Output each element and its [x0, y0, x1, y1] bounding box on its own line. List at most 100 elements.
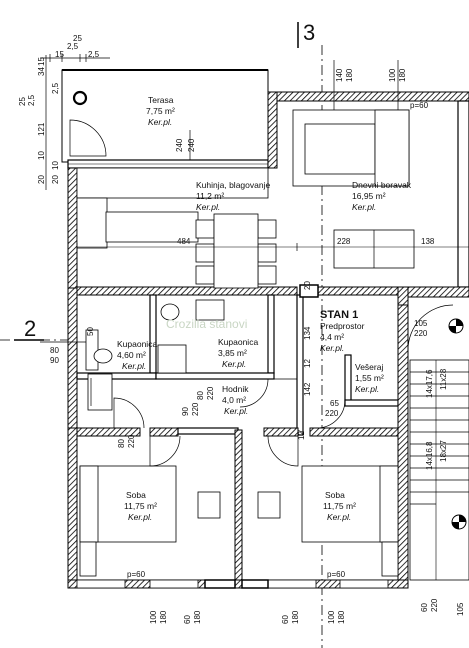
dim-label: 138	[421, 237, 435, 246]
room-name-closet: Vešeraj	[355, 362, 383, 372]
room-floor-bath-mid: Ker.pl.	[222, 359, 246, 369]
room-area-bed-left: 11,75 m²	[124, 501, 157, 511]
room-name-entry: Predprostor	[320, 321, 365, 331]
dim-label: 90	[50, 356, 59, 365]
room-area-bath-mid: 3,85 m²	[218, 348, 247, 358]
dim-label: 100	[327, 610, 336, 624]
dim-label: 220	[127, 434, 136, 448]
dim-label: 60	[183, 615, 192, 624]
dim-label: p=60	[127, 570, 146, 579]
dim-label: 80	[117, 439, 126, 448]
room-floor-living: Ker.pl.	[352, 202, 376, 212]
dim-label: 180	[291, 610, 300, 624]
dim-label: 140	[335, 68, 344, 82]
dim-label: 80	[196, 391, 205, 400]
dim-label: 180	[398, 68, 407, 82]
room-floor-entry: Ker.pl.	[320, 343, 344, 353]
dim-label: 240	[187, 138, 196, 152]
dim-label: 134	[303, 326, 312, 340]
stair-dim-label: 11x28	[439, 368, 448, 390]
dim-label: 90	[181, 407, 190, 416]
dim-label: 2,5	[67, 42, 79, 51]
dim-label: 50	[86, 327, 95, 336]
drain-icon	[72, 90, 88, 106]
room-area-terrace: 7,75 m²	[146, 106, 175, 116]
dim-label: p=60	[410, 101, 429, 110]
room-floor-bed-left: Ker.pl.	[128, 512, 152, 522]
dim-label: 121	[37, 122, 46, 136]
bathroom-left: Kupaonica 4,60 m² Ker.pl. 80 90 50	[40, 327, 157, 429]
top-left-dimensions: 25 2,5 15 2,5 25 2,5 34 2,5 15 121 10 20…	[18, 34, 110, 190]
dim-label: 80	[50, 346, 59, 355]
dim-label: 60	[420, 603, 429, 612]
staircase: 14x17,6 11x28 14x16,8 18x27	[409, 359, 469, 581]
dim-label: 105	[456, 602, 465, 616]
room-name-terrace: Terasa	[148, 95, 174, 105]
room-name-bath-left: Kupaonica	[117, 339, 157, 349]
axis-label-2: 2	[24, 316, 36, 341]
dim-label: 15	[55, 50, 64, 59]
bottom-dimensions: 100 180 60 180 60 180 100 180 60 220 105	[149, 598, 465, 624]
dim-label: p=60	[327, 570, 346, 579]
dim-label: 12	[297, 431, 306, 440]
kitchen-furniture: Kuhinja, blagovanje 11,2 m² Ker.pl.	[76, 167, 277, 289]
dim-label: 7	[297, 429, 306, 434]
room-name-bed-right: Soba	[325, 490, 345, 500]
dim-label: 60	[281, 615, 290, 624]
dim-label: 65	[330, 399, 339, 408]
dim-label: 15	[37, 57, 46, 66]
room-floor-closet: Ker.pl.	[355, 384, 379, 394]
dim-label: 2,5	[88, 50, 100, 59]
dim-label: 180	[193, 610, 202, 624]
room-floor-kitchen: Ker.pl.	[196, 202, 220, 212]
stair-dim-label: 18x27	[439, 440, 448, 462]
dim-label: 34	[37, 67, 46, 76]
room-area-kitchen: 11,2 m²	[196, 191, 224, 201]
dim-label: 10	[37, 151, 46, 160]
room-name-bed-left: Soba	[126, 490, 146, 500]
room-area-hall: 4,0 m²	[222, 395, 246, 405]
room-area-closet: 1,55 m²	[355, 373, 384, 383]
closet: Vešeraj 1,55 m² Ker.pl. 65 220	[316, 362, 384, 429]
section-marker-icon	[451, 514, 467, 530]
entrance: STAN 1 Predprostor 4,4 m² Ker.pl. 105 22…	[299, 281, 464, 353]
dim-label: 105	[414, 319, 428, 328]
dim-label: 220	[325, 409, 339, 418]
section-marker-icon	[448, 318, 464, 334]
room-area-living: 16,95 m²	[352, 191, 386, 201]
watermark-text: Crozilla stanovi	[166, 317, 247, 331]
room-floor-bed-right: Ker.pl.	[327, 512, 351, 522]
dim-label: 220	[206, 386, 215, 400]
axis-label-3: 3	[303, 20, 315, 45]
room-name-bath-mid: Kupaonica	[218, 337, 258, 347]
room-floor-bath-left: Ker.pl.	[122, 361, 146, 371]
room-area-entry: 4,4 m²	[320, 332, 344, 342]
room-name-kitchen: Kuhinja, blagovanje	[196, 180, 270, 190]
stair-dim-label: 14x16,8	[425, 441, 434, 470]
dim-label: 20	[303, 281, 312, 290]
dim-label: 220	[430, 598, 439, 612]
dim-label: 2,5	[51, 82, 60, 94]
bathroom-mid: Kupaonica 3,85 m² Ker.pl.	[157, 299, 258, 374]
stair-dim-label: 14x17,6	[425, 369, 434, 398]
dim-label: 180	[337, 610, 346, 624]
dim-label: 25	[73, 34, 82, 43]
dim-label: 25	[18, 97, 27, 106]
dim-label: 10	[51, 161, 60, 170]
dim-label: 12	[303, 359, 312, 368]
living-furniture: Dnevni boravak 16,95 m² Ker.pl.	[292, 109, 415, 269]
dim-label: 20	[37, 175, 46, 184]
dim-label: 100	[149, 610, 158, 624]
dim-label: 484	[177, 237, 191, 246]
walls	[67, 91, 469, 589]
dim-label: 2,5	[27, 94, 36, 106]
dim-label: 180	[345, 68, 354, 82]
dim-label: 240	[175, 138, 184, 152]
room-area-bed-right: 11,75 m²	[323, 501, 356, 511]
dim-label: 20	[51, 175, 60, 184]
dim-label: 228	[337, 237, 351, 246]
dim-label: 100	[388, 68, 397, 82]
dim-label: 180	[159, 610, 168, 624]
bedroom-left: Soba 11,75 m² Ker.pl. 80 220 90 220 p=60	[79, 402, 221, 579]
